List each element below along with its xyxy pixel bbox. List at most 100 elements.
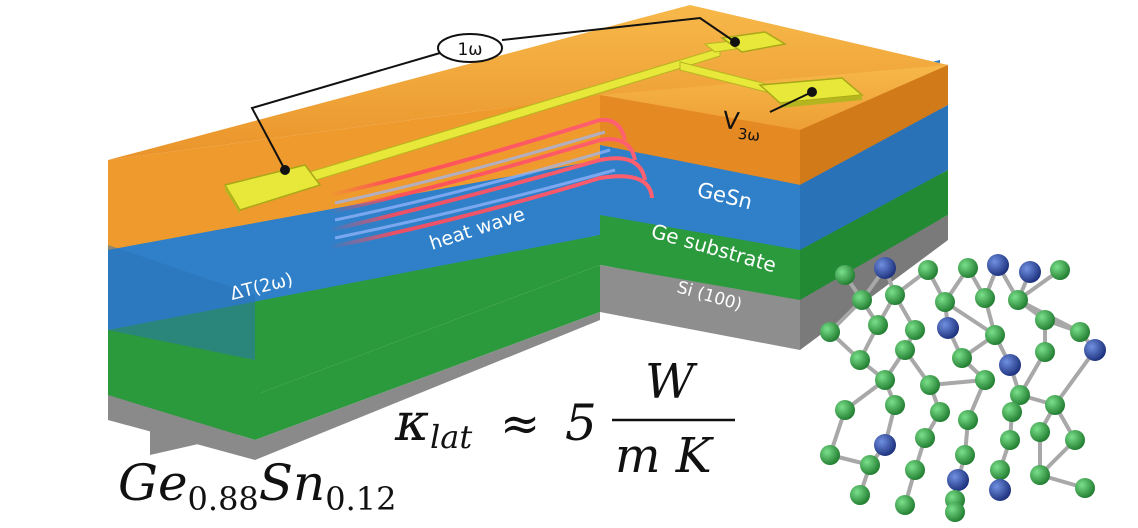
ge-atom bbox=[820, 445, 840, 465]
crystal-lattice bbox=[820, 254, 1106, 522]
heat-wave-blue-3 bbox=[334, 168, 616, 240]
ge-atom bbox=[985, 325, 1005, 345]
ge-atom bbox=[820, 322, 840, 342]
lead-top-contact bbox=[730, 37, 740, 47]
heat-wave-line-3 bbox=[329, 156, 647, 232]
fraction-2: 0.12 bbox=[325, 480, 396, 518]
sn-atom bbox=[874, 434, 896, 456]
ge-atom bbox=[850, 485, 870, 505]
lead-voltage bbox=[769, 91, 813, 113]
ge-atom bbox=[1070, 322, 1090, 342]
lower-front-orange bbox=[108, 95, 600, 250]
sn-atom bbox=[999, 354, 1021, 376]
composition-text: Ge0.88Sn0.12 bbox=[118, 454, 397, 518]
ge-atom bbox=[1035, 310, 1055, 330]
ge-atom bbox=[958, 258, 978, 278]
step-face-top bbox=[600, 95, 800, 185]
element-1: Ge bbox=[118, 454, 188, 512]
ge-atom bbox=[885, 395, 905, 415]
heat-wave-line-4 bbox=[329, 174, 654, 249]
ge-atom bbox=[905, 460, 925, 480]
lead-voltage-contact bbox=[807, 87, 817, 97]
ge-atom bbox=[905, 320, 925, 340]
lower-front-si bbox=[255, 312, 600, 460]
ge-atom bbox=[1002, 402, 1022, 422]
excitation-source bbox=[437, 33, 503, 63]
step-face-right-top bbox=[800, 65, 948, 185]
heat-wave-blue-2 bbox=[334, 148, 611, 222]
ge-atom bbox=[958, 410, 978, 430]
sn-atom bbox=[937, 317, 959, 339]
step-face-gesn-right bbox=[800, 105, 948, 250]
sn-atom bbox=[947, 469, 969, 491]
sn-atom bbox=[987, 254, 1009, 276]
left-side-gesn bbox=[108, 245, 255, 360]
unit-denominator: m K bbox=[615, 428, 715, 484]
fraction-1: 0.88 bbox=[188, 480, 259, 518]
right-pad-side bbox=[780, 95, 862, 108]
approx-symbol: ≈ bbox=[500, 396, 540, 452]
ge-atom bbox=[850, 350, 870, 370]
ge-atom bbox=[1045, 395, 1065, 415]
heater-strip bbox=[223, 31, 864, 214]
ge-atom bbox=[835, 265, 855, 285]
ge-atom bbox=[990, 460, 1010, 480]
coefficient: 5 bbox=[565, 394, 597, 452]
ge-atom bbox=[930, 402, 950, 422]
voltage-main: V bbox=[721, 106, 741, 136]
heat-wave-line-2 bbox=[329, 137, 637, 214]
ge-atom bbox=[1008, 290, 1028, 310]
step-face-si bbox=[600, 265, 800, 350]
lattice-bond bbox=[1053, 348, 1097, 407]
sn-atom bbox=[874, 257, 896, 279]
circuit-leads bbox=[250, 16, 813, 171]
heat-wave-blue-1 bbox=[334, 130, 606, 205]
ge-atom bbox=[1030, 465, 1050, 485]
ge-atom bbox=[895, 340, 915, 360]
ge-atom bbox=[975, 370, 995, 390]
left-pad-side bbox=[225, 185, 240, 214]
ge-atom bbox=[1000, 430, 1020, 450]
lower-front-ge-b bbox=[255, 265, 600, 440]
lower-front-ge-c bbox=[108, 330, 255, 440]
ge-atom bbox=[935, 292, 955, 312]
voltage-label: V3ω bbox=[721, 106, 763, 145]
ge-atom bbox=[1075, 478, 1095, 498]
ge-atom bbox=[1010, 385, 1030, 405]
composition-formula: Ge0.88Sn0.12 bbox=[118, 454, 397, 518]
ge-atom bbox=[852, 290, 872, 310]
unit-numerator: W bbox=[645, 354, 698, 410]
heat-waves bbox=[329, 117, 654, 249]
voltage-sub: 3ω bbox=[737, 125, 761, 145]
ge-atom bbox=[915, 428, 935, 448]
lower-front-si-left bbox=[108, 395, 255, 460]
ge-atom bbox=[1050, 260, 1070, 280]
lead-right bbox=[501, 16, 736, 43]
step-face-ge-right bbox=[800, 170, 948, 300]
ge-atom bbox=[918, 260, 938, 280]
ge-atom bbox=[835, 400, 855, 420]
ge-atom bbox=[920, 375, 940, 395]
kappa-subscript: lat bbox=[430, 418, 472, 456]
lead-left-contact bbox=[280, 165, 290, 175]
sn-atom bbox=[1084, 339, 1106, 361]
ge-atom bbox=[1035, 342, 1055, 362]
ge-atom bbox=[860, 455, 880, 475]
excitation-label: 1ω bbox=[457, 40, 482, 60]
sn-atom bbox=[1019, 261, 1041, 283]
ge-atom bbox=[975, 288, 995, 308]
sn-atom bbox=[989, 479, 1011, 501]
thermal-conductivity-formula: κ lat ≈ 5 W m K bbox=[394, 354, 735, 484]
ge-atom bbox=[895, 495, 915, 515]
kappa-symbol: κ bbox=[394, 393, 429, 453]
step-face-ge bbox=[600, 215, 800, 300]
ge-atom bbox=[952, 348, 972, 368]
ge-atom bbox=[868, 315, 888, 335]
top-pad bbox=[720, 31, 788, 53]
ge-atom bbox=[1065, 430, 1085, 450]
heat-wave-line-1 bbox=[329, 117, 627, 197]
lead-left bbox=[250, 52, 441, 171]
ge-atom bbox=[885, 285, 905, 305]
ge-atom bbox=[955, 445, 975, 465]
